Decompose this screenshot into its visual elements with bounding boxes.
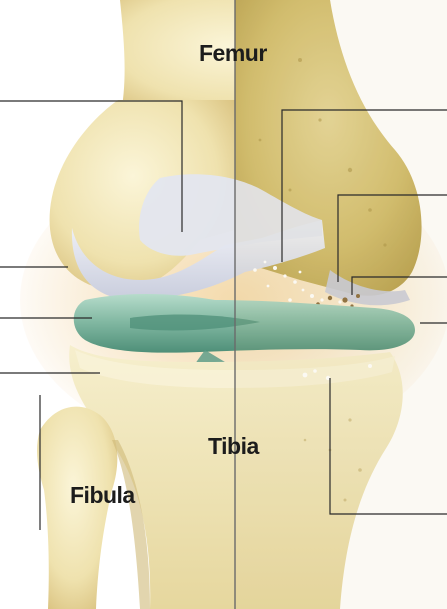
diseased-half-tint [235,0,447,609]
label-femur: Femur [199,40,267,66]
label-fibula: Fibula [70,482,135,508]
label-tibia: Tibia [208,433,259,459]
